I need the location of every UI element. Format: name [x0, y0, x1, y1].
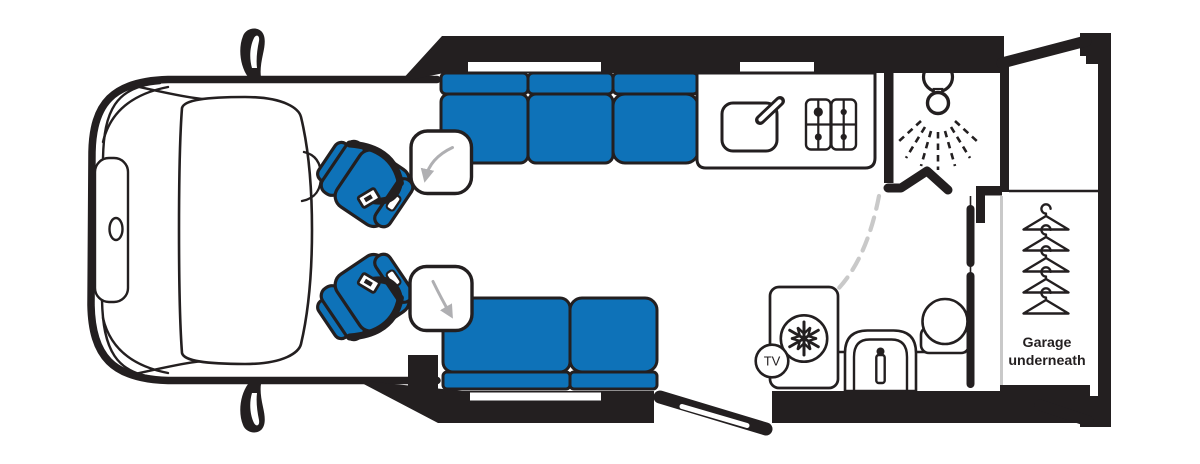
garage-label-line2: underneath [1008, 353, 1085, 369]
bottom-wall-right [772, 385, 1090, 423]
swivel-arrow-icon [431, 280, 453, 319]
burner [814, 133, 822, 141]
wing-mirror-top-glass [250, 35, 260, 68]
sofa-seat-cushion [526, 92, 615, 165]
shower-wall-left [884, 73, 894, 183]
sofa-offside [439, 71, 700, 165]
burner [813, 107, 823, 117]
window-strip-top-right [740, 62, 814, 72]
sofa-back-cushion [441, 370, 572, 391]
sofa-seat-cushion [568, 296, 659, 374]
door-frame-top [976, 186, 1002, 196]
tv-badge-label: TV [764, 354, 781, 369]
sliding-door-panel [966, 272, 975, 388]
rear-door-open-top [996, 35, 1092, 69]
table-bottom [408, 264, 474, 333]
cab-outline [87, 75, 441, 385]
toilet-icon [919, 297, 971, 355]
window-strip-bottom [470, 392, 601, 401]
swivel-arrow-icon [420, 146, 454, 183]
windscreen-dashboard [177, 95, 314, 366]
bonnet-contour-bottom [101, 316, 170, 375]
wing-mirror-bottom-glass [250, 393, 260, 426]
wardrobe: Garage underneath [1008, 203, 1086, 369]
bonnet-contour-top [101, 85, 170, 144]
swivel-seat-top [309, 129, 420, 234]
bathroom-door-swing-icon [835, 193, 882, 292]
shower-tray-wall [883, 166, 953, 195]
tv-badge: TV [754, 343, 790, 379]
swivel-seat-bottom [309, 246, 420, 351]
hob-4-burner-icon [804, 98, 858, 151]
shower-head-rose [925, 90, 951, 116]
sofa-back-cushion [611, 71, 700, 96]
lounge [309, 71, 700, 391]
garage-label-line1: Garage [1023, 335, 1072, 351]
sofa-back-cushion [568, 370, 659, 391]
burner [840, 133, 847, 141]
step-block [408, 355, 438, 396]
sliding-door-panel [966, 205, 975, 267]
shower-spray-icon [896, 120, 980, 170]
sofa-back-cushion [439, 71, 530, 96]
sofa-seat-cushion [611, 92, 700, 165]
table-top [409, 129, 474, 196]
badge [108, 216, 124, 242]
burner [840, 108, 847, 116]
habitation-door-stripe [679, 404, 750, 428]
sofa-nearside [441, 296, 659, 391]
washbasin-icon [843, 329, 918, 393]
cab [87, 28, 441, 433]
rear-door-open-bottom [1034, 399, 1094, 427]
window-strip-top-left [468, 62, 601, 72]
rear-wall [1098, 56, 1111, 404]
walls [356, 33, 1111, 436]
tap-icon-inner [758, 99, 782, 122]
door-frame-side [976, 186, 985, 223]
kitchen [695, 71, 877, 170]
appliances: TV [754, 285, 840, 390]
rear-room-wall-left [1000, 62, 1009, 192]
sofa-back-cushion [526, 71, 615, 96]
snowflake-fridge-icon [779, 313, 829, 364]
